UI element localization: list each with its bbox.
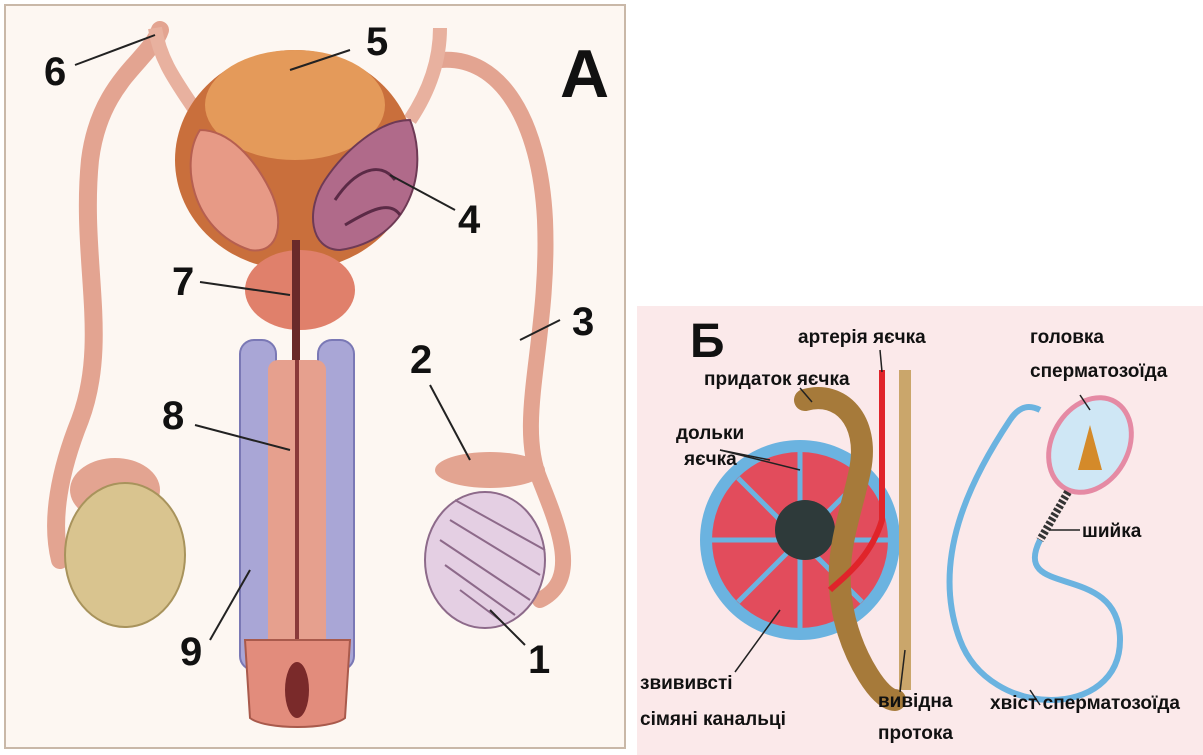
label-number-1: 1 bbox=[528, 640, 550, 680]
label-sperm-head-2: сперматозоїда bbox=[1030, 360, 1167, 384]
label-efferent-duct-2: протока bbox=[878, 722, 953, 746]
label-sperm-tail: хвіст сперматозоїда bbox=[990, 692, 1180, 716]
label-tubules-2: сімяні канальці bbox=[640, 708, 786, 732]
right-ureter bbox=[410, 28, 440, 120]
label-tubules-1: звививсті bbox=[640, 672, 733, 696]
left-testis bbox=[65, 483, 185, 627]
label-epididymis: придаток яєчка bbox=[704, 368, 850, 392]
label-efferent-duct-1: вивідна bbox=[878, 690, 952, 714]
label-sperm-neck: шийка bbox=[1082, 520, 1141, 544]
label-lobules-1: дольки bbox=[676, 422, 744, 446]
label-number-5: 5 bbox=[366, 22, 388, 62]
sperm-neck bbox=[1040, 492, 1068, 540]
label-sperm-head-1: головка bbox=[1030, 326, 1104, 350]
panel-a-letter: А bbox=[560, 40, 609, 108]
label-number-3: 3 bbox=[572, 302, 594, 342]
label-testis-artery: артерія яєчка bbox=[798, 326, 926, 350]
panel-b-letter: Б bbox=[690, 318, 725, 366]
label-number-2: 2 bbox=[410, 340, 432, 380]
label-lobules-2: яєчка bbox=[684, 448, 737, 472]
right-epididymis bbox=[435, 452, 545, 488]
label-number-6: 6 bbox=[44, 52, 66, 92]
label-number-7: 7 bbox=[172, 262, 194, 302]
label-number-8: 8 bbox=[162, 396, 184, 436]
label-number-4: 4 bbox=[458, 200, 480, 240]
left-ureter bbox=[155, 28, 195, 110]
label-number-9: 9 bbox=[180, 632, 202, 672]
